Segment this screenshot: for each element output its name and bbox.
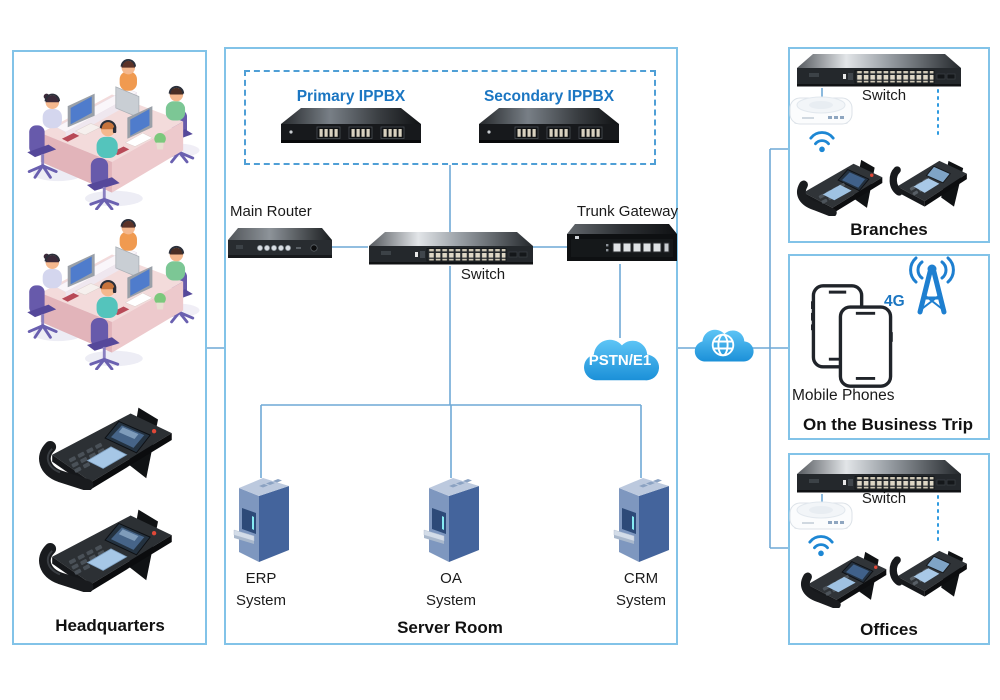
office-workers-illustration (18, 218, 204, 370)
primary-ippbx-label: Primary IPPBX (296, 88, 406, 105)
main-router-device (227, 222, 333, 266)
branch-switch-device (796, 50, 962, 90)
primary-ippbx-device (278, 104, 424, 150)
offices-panel (788, 453, 990, 645)
business-trip-title: On the Business Trip (802, 415, 974, 434)
branches-title: Branches (850, 220, 928, 239)
trunk-gateway-label: Trunk Gateway (576, 203, 678, 220)
office-ip-phone (888, 538, 976, 604)
branch-ip-phone (888, 148, 976, 214)
secondary-ippbx-label: Secondary IPPBX (483, 88, 615, 105)
crm-server-icon (613, 474, 669, 562)
branch-switch-label: Switch (861, 87, 907, 104)
mobile-phones-label: Mobile Phones (792, 387, 895, 404)
ippbx-cluster-box (244, 70, 656, 165)
core-switch-label: Switch (460, 266, 506, 283)
ip-desk-phone (35, 494, 185, 592)
trunk-gateway-device (566, 220, 678, 266)
pstn-cloud-label: PSTN/E1 (588, 352, 652, 369)
branch-ip-phone (794, 148, 890, 216)
business-trip-panel (788, 254, 990, 440)
headquarters-panel (12, 50, 207, 645)
crm-system-label: CRM System (615, 570, 666, 609)
globe-icon (710, 332, 736, 358)
oa-system-label: OA System (425, 570, 476, 609)
office-switch-label: Switch (861, 490, 907, 507)
erp-server-icon (233, 474, 289, 562)
secondary-ippbx-device (476, 104, 622, 150)
erp-system-label: ERP System (235, 570, 286, 609)
branches-panel (788, 47, 990, 243)
server-room-panel (224, 47, 678, 645)
office-workers-illustration (18, 58, 204, 210)
offices-title: Offices (860, 620, 918, 639)
ip-desk-phone (35, 392, 185, 490)
headquarters-title: Headquarters (55, 616, 165, 635)
main-router-label: Main Router (230, 203, 312, 220)
core-switch-device (368, 228, 534, 268)
office-ip-phone (798, 540, 894, 608)
network-4g-label: 4G (884, 293, 905, 310)
oa-server-icon (423, 474, 479, 562)
server-room-title: Server Room (397, 618, 503, 637)
cell-tower-4g-icon (900, 256, 964, 316)
